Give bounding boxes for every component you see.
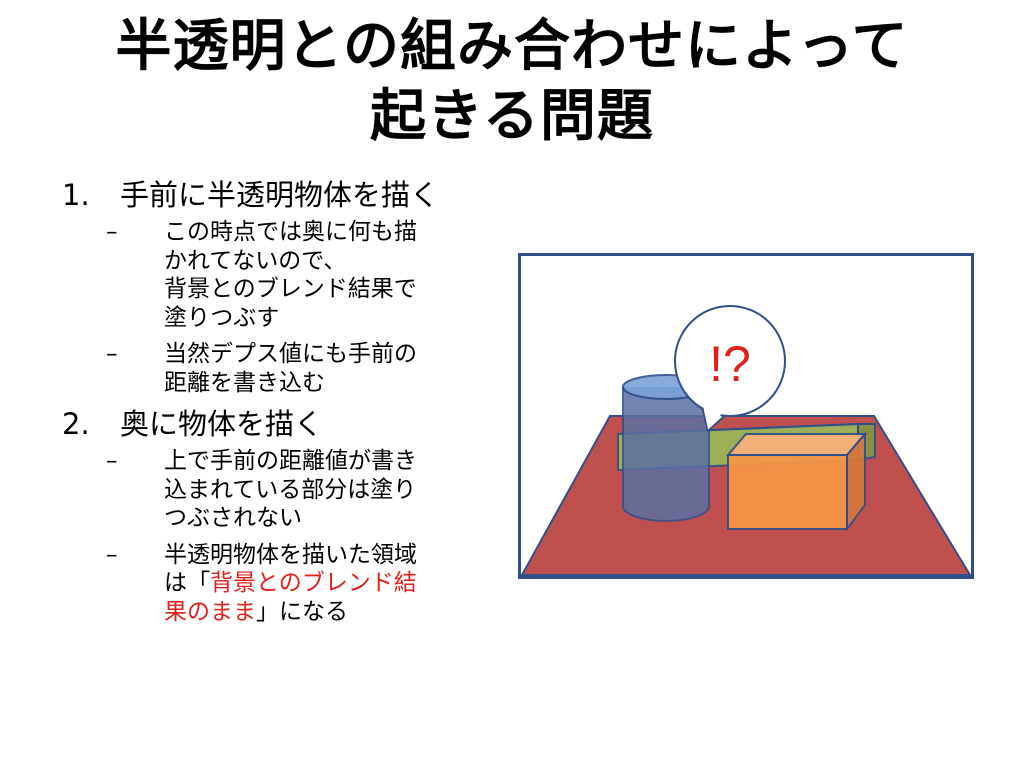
list-item-text: 手前に半透明物体を描く — [120, 178, 440, 212]
sub-item-2-1: – 上で手前の距離値が書き 込まれている部分は塗り つぶされない — [62, 447, 502, 533]
dash-bullet: – — [106, 448, 118, 474]
list-item-text: 奥に物体を描く — [120, 407, 324, 441]
sub-item-line: 上で手前の距離値が書き — [164, 448, 417, 474]
sub-item-line: 半透明物体を描いた領域 — [164, 541, 417, 568]
sub-item-line: 塗りつぶす — [164, 304, 280, 331]
sub-item-1-1: – この時点では奥に何も描 かれてないので、 背景とのブレンド結果で 塗りつぶす — [62, 218, 502, 332]
illustration-figure: !? — [518, 253, 974, 579]
sub-item-2-2: – 半透明物体を描いた領域 は「背景とのブレンド結 果のまま」になる — [62, 541, 502, 627]
title-line-1: 半透明との組み合わせによって — [115, 14, 909, 79]
list-number: 1. — [62, 178, 90, 212]
dash-bullet: – — [106, 541, 118, 568]
sub-item-line: 距離を書き込む — [164, 369, 325, 396]
orange-box — [725, 431, 868, 532]
list-item-1: 1. 手前に半透明物体を描く — [62, 176, 502, 214]
sub-item-line: かれてないので、 — [164, 247, 347, 274]
speech-text: !? — [709, 336, 751, 392]
speech-bubble — [674, 305, 786, 433]
sub-item-line: つぶされない — [164, 505, 302, 531]
list-item-2: 2. 奥に物体を描く — [62, 405, 502, 443]
text-normal: は「 — [164, 570, 210, 596]
sub-item-line: 背景とのブレンド結果で — [164, 276, 417, 302]
title-line-2: 起きる問題 — [370, 84, 654, 149]
bullet-list: 1. 手前に半透明物体を描く – この時点では奥に何も描 かれてないので、 背景… — [62, 176, 502, 634]
sub-item-line: 果のまま」になる — [164, 598, 502, 627]
text-normal: 」になる — [256, 598, 348, 625]
slide-title: 半透明との組み合わせによって 起きる問題 — [0, 12, 1024, 152]
sub-item-line: は「背景とのブレンド結 — [164, 569, 502, 598]
dash-bullet: – — [106, 219, 118, 245]
sub-item-line: この時点では奥に何も描 — [164, 219, 417, 245]
sub-item-line: 込まれている部分は塗り — [164, 476, 417, 503]
highlighted-text: 背景とのブレンド結 — [210, 570, 417, 596]
dash-bullet: – — [106, 341, 118, 367]
highlighted-text: 果のまま — [164, 598, 256, 625]
sub-item-line: 当然デプス値にも手前の — [164, 341, 417, 367]
list-number: 2. — [62, 407, 90, 441]
sub-item-1-2: – 当然デプス値にも手前の 距離を書き込む — [62, 340, 502, 397]
